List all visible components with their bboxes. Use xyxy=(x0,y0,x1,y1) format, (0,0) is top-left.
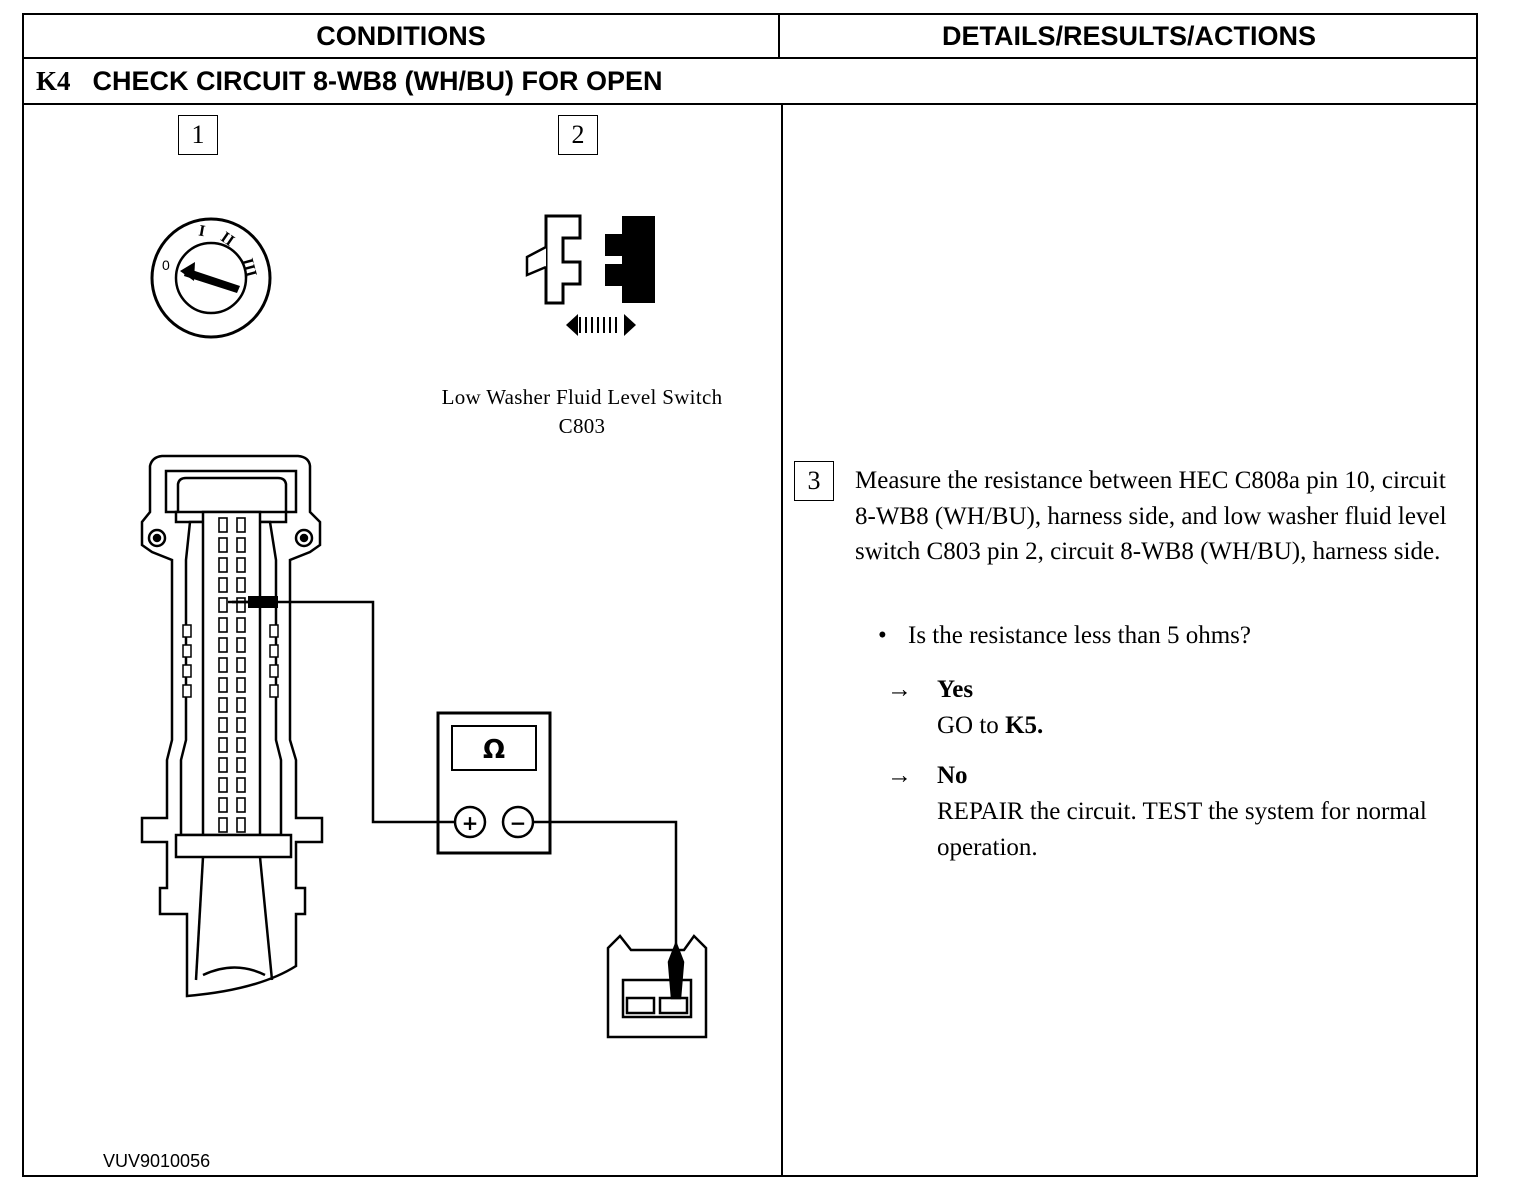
step-id: K4 xyxy=(36,65,71,96)
pin-cavity xyxy=(218,797,228,813)
ignition-position-1: I xyxy=(197,222,206,240)
arrow-right-icon: → xyxy=(887,676,912,703)
yes-action-prefix: GO to xyxy=(937,712,999,739)
bullet-icon: • xyxy=(878,622,887,649)
yes-action: GO to K5. xyxy=(937,708,1043,744)
pin-cavity xyxy=(236,517,246,533)
no-action: REPAIR the circuit. TEST the system for … xyxy=(937,798,1427,861)
pin-cavity xyxy=(218,697,228,713)
column-divider xyxy=(781,105,783,1175)
result-no: → No REPAIR the circuit. TEST the system… xyxy=(887,758,1457,866)
pin-cavity xyxy=(218,517,228,533)
question-text: Is the resistance less than 5 ohms? xyxy=(908,622,1251,649)
pin-cavity xyxy=(236,717,246,733)
figure-id: VUV9010056 xyxy=(103,1151,211,1171)
pin-cavity xyxy=(236,777,246,793)
pin-cavity xyxy=(218,817,228,833)
pin-cavity xyxy=(218,657,228,673)
test-leads xyxy=(232,600,678,955)
pin-cavity xyxy=(218,677,228,693)
pin-cavity xyxy=(218,577,228,593)
pin-cavity xyxy=(218,557,228,573)
pin-cavity xyxy=(218,637,228,653)
question-item: • Is the resistance less than 5 ohms? xyxy=(878,622,1251,650)
yes-action-target: K5. xyxy=(1005,712,1044,739)
pin-cavity xyxy=(236,577,246,593)
conditions-header: CONDITIONS xyxy=(24,15,780,59)
pin-cavity xyxy=(236,617,246,633)
instruction-text: Measure the resistance between HEC C808a… xyxy=(855,467,1447,565)
ignition-switch-icon: 0 I II III xyxy=(150,217,272,339)
harness-connector-icon xyxy=(140,454,324,998)
ohm-symbol: Ω xyxy=(483,735,505,765)
pin-cavity xyxy=(218,757,228,773)
pin-cavity xyxy=(236,537,246,553)
pin-cavity xyxy=(236,737,246,753)
pin-cavity xyxy=(236,557,246,573)
pin-cavity xyxy=(236,757,246,773)
details-header: DETAILS/RESULTS/ACTIONS xyxy=(780,15,1478,59)
ohmmeter-icon: Ω + − xyxy=(436,711,552,855)
arrow-right-icon: → xyxy=(887,762,912,789)
meter-plus-terminal: + xyxy=(462,811,479,835)
pin-cavity xyxy=(236,637,246,653)
pin-cavity xyxy=(236,697,246,713)
meter-minus-terminal: − xyxy=(510,811,527,835)
callout-3: 3 xyxy=(794,461,834,501)
pin-cavity xyxy=(218,777,228,793)
step-title: CHECK CIRCUIT 8-WB8 (WH/BU) FOR OPEN xyxy=(92,65,663,96)
switch-label: Low Washer Fluid Level Switch C803 xyxy=(400,383,764,441)
circuit-illustration: 0 I II III xyxy=(140,214,708,1039)
pin-cavity xyxy=(218,537,228,553)
yes-label: Yes xyxy=(937,676,974,703)
probe-tip-harness xyxy=(228,596,278,608)
result-yes: → Yes GO to K5. xyxy=(887,672,1043,744)
pin-cavity xyxy=(218,617,228,633)
pin-cavity xyxy=(218,597,228,613)
ignition-position-0: 0 xyxy=(162,257,170,273)
ignition-position-3: III xyxy=(238,256,259,278)
switch-label-name: Low Washer Fluid Level Switch xyxy=(441,385,723,409)
pin-cavity xyxy=(236,597,246,613)
pin-cavity xyxy=(218,717,228,733)
pin-cavity xyxy=(236,797,246,813)
step-title-row: K4 CHECK CIRCUIT 8-WB8 (WH/BU) FOR OPEN xyxy=(24,59,1476,105)
pin-cavity xyxy=(236,817,246,833)
pin-cavity xyxy=(236,657,246,673)
connector-disconnect-icon xyxy=(525,214,655,336)
callout-1: 1 xyxy=(178,115,218,155)
pin-cavity xyxy=(218,737,228,753)
switch-label-connector: C803 xyxy=(558,414,606,438)
callout-2: 2 xyxy=(558,115,598,155)
pin-cavity xyxy=(236,677,246,693)
no-label: No xyxy=(937,762,968,789)
switch-connector-icon xyxy=(606,934,708,1039)
